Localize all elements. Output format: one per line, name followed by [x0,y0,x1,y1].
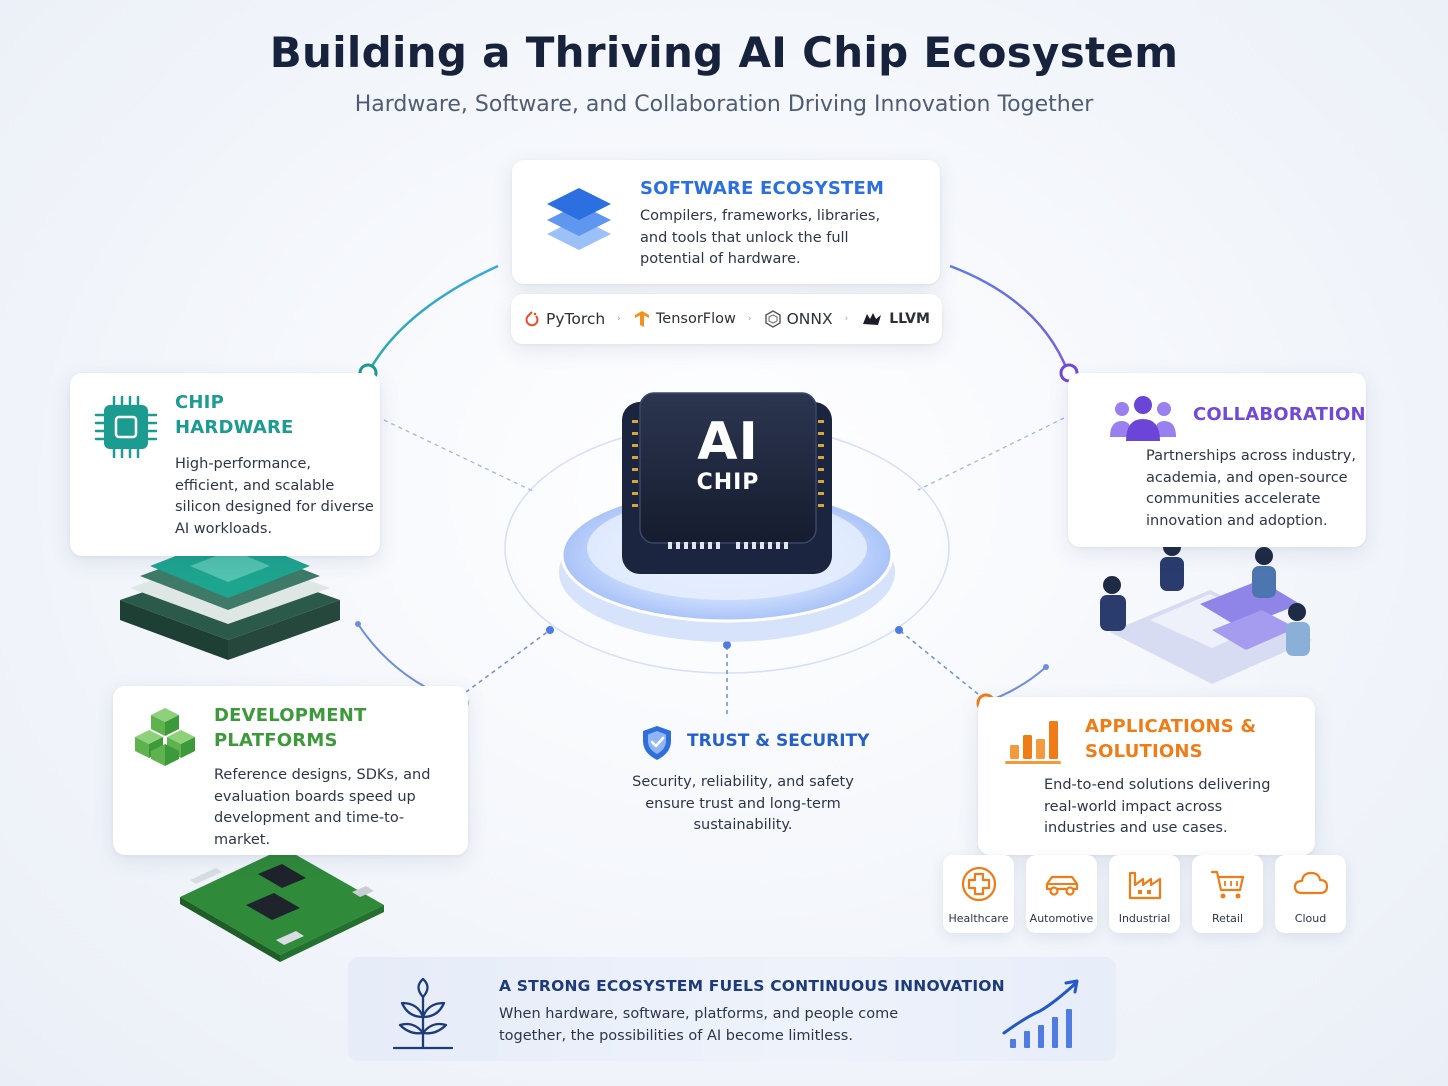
industry-tile-cloud[interactable]: Cloud [1275,855,1346,933]
separator-icon: › [747,314,752,324]
growth-chart-icon [1002,979,1079,1048]
collaboration-card: COLLABORATION Partnerships across indust… [1068,373,1366,547]
node-small-right [1043,664,1049,670]
node-small-dev [546,626,554,634]
industry-tile-industrial[interactable]: Industrial [1109,855,1180,933]
cart-icon [1210,870,1245,899]
collaboration-illustration [1100,538,1312,684]
applications-title: APPLICATIONS & SOLUTIONS [1085,716,1257,762]
car-icon [1045,875,1079,896]
separator-icon: › [844,314,849,324]
software-description: Compilers, frameworks, libraries, and to… [640,208,881,267]
tensorflow-icon [634,311,649,327]
industry-label: Cloud [1294,912,1327,925]
node-small-apps [895,626,903,634]
node-small-left [355,621,361,627]
bar-chart-icon [1005,721,1061,764]
people-group-icon [1110,396,1176,441]
development-title: DEVELOPMENT PLATFORMS [214,705,367,751]
software-tools-strip: PyTorch › TensorFlow › ONNX › LLVM [511,294,942,344]
industry-label: Retail [1211,912,1244,925]
collaboration-title: COLLABORATION [1193,404,1366,425]
hardware-title: CHIP HARDWARE [175,392,294,438]
shield-icon [643,726,671,760]
tool-label: LLVM [889,311,930,327]
applications-description: End-to-end solutions delivering real-wor… [1044,777,1271,836]
software-ecosystem-card: SOFTWARE ECOSYSTEM Compilers, frameworks… [512,160,940,284]
industry-tile-retail[interactable]: Retail [1192,855,1263,933]
page-subtitle: Hardware, Software, and Collaboration Dr… [354,92,1094,117]
chip-sub-label: CHIP [696,470,760,495]
cloud-icon [1293,871,1329,895]
banner-title: A STRONG ECOSYSTEM FUELS CONTINUOUS INNO… [499,977,1005,995]
tool-onnx: ONNX [764,310,833,328]
factory-icon [1128,871,1162,900]
development-platforms-card: DEVELOPMENT PLATFORMS Reference designs,… [113,686,468,855]
spoke-hardware [383,419,536,493]
stacked-layers-icon [547,188,611,250]
dev-board-illustration [180,848,384,962]
collaboration-description: Partnerships across industry, academia, … [1146,448,1356,529]
ai-chip-graphic [622,392,832,574]
hardware-description: High-performance, efficient, and scalabl… [175,456,374,537]
industry-label: Industrial [1118,912,1171,925]
cubes-icon [135,708,195,766]
separator-icon: › [617,314,621,324]
arc-software-collab [949,264,1070,373]
spoke-apps [898,629,979,695]
chip-hardware-card: CHIP HARDWARE High-performance, efficien… [70,373,380,556]
applications-card: APPLICATIONS & SOLUTIONS End-to-end solu… [978,697,1315,855]
spoke-collab [917,417,1065,491]
industry-label: Automotive [1029,912,1094,925]
tool-label: PyTorch [546,310,606,328]
node-small-trust [723,641,731,649]
tool-tensorflow: TensorFlow [633,310,736,328]
spoke-dev [465,629,551,693]
page-title: Building a Thriving AI Chip Ecosystem [269,28,1179,77]
arc-software-hardware [366,264,499,374]
industry-tile-automotive[interactable]: Automotive [1026,855,1097,933]
trust-title: TRUST & SECURITY [687,731,870,751]
bottom-banner: A STRONG ECOSYSTEM FUELS CONTINUOUS INNO… [348,957,1116,1061]
chip-main-label: AI [697,412,759,472]
medical-cross-icon [961,866,997,902]
software-title: SOFTWARE ECOSYSTEM [640,178,885,199]
tool-pytorch: PyTorch [523,310,605,328]
chip-hardware-illustration [120,534,340,660]
onnx-icon [764,310,781,328]
trust-description: Security, reliability, and safety ensure… [632,774,854,833]
development-description: Reference designs, SDKs, and evaluation … [214,767,431,848]
pytorch-icon [525,311,539,327]
industry-label: Healthcare [948,912,1009,925]
industry-tile-healthcare[interactable]: Healthcare [943,855,1014,933]
tool-llvm: LLVM [860,310,930,328]
banner-description: When hardware, software, platforms, and … [499,1006,899,1044]
processor-icon [94,395,158,459]
tool-label: TensorFlow [655,311,736,327]
llvm-dragon-icon [863,313,882,325]
tool-label: ONNX [786,310,833,328]
sprout-icon [392,977,454,1050]
